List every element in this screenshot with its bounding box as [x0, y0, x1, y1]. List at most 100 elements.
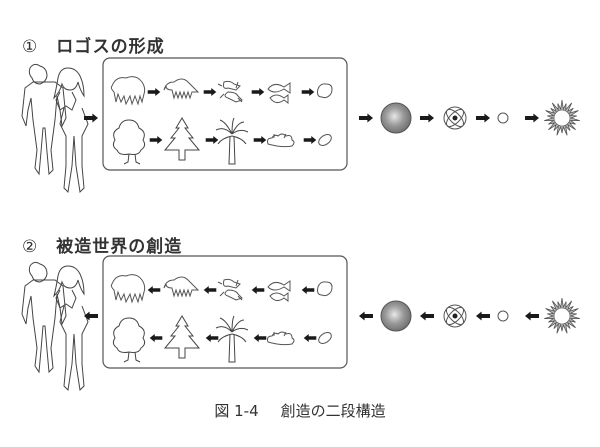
big-bang-icon [544, 297, 580, 334]
arrow-left-icon [149, 333, 163, 343]
mammal-icon [163, 276, 200, 298]
fish-upper [267, 82, 291, 94]
arrow-right-icon [303, 135, 317, 145]
arrow-left-icon [84, 311, 98, 321]
arrow-left-icon [253, 333, 267, 343]
fish-upper [267, 280, 291, 292]
arrow-right-icon [253, 135, 267, 145]
man-body [21, 279, 67, 374]
woman-body [55, 289, 89, 392]
mammal-icon [110, 274, 146, 304]
moss-shape [267, 331, 295, 346]
atom-outer [443, 106, 467, 130]
section-1-diagram [21, 57, 580, 194]
arrow-left-icon [251, 285, 265, 295]
arrow-right-icon [147, 87, 161, 97]
arrow-left-icon [476, 311, 490, 321]
arrow-right-icon [420, 113, 434, 123]
fish-icon [267, 280, 291, 302]
conifer-shape [163, 315, 201, 359]
big-bang-core [553, 109, 571, 127]
conifer-shape [163, 117, 201, 161]
arrow-left-icon [525, 311, 539, 321]
particle-icon [497, 310, 509, 322]
fish-icon [267, 82, 291, 104]
broadleaf-shape [112, 317, 146, 363]
arrow-right-icon [149, 135, 163, 145]
man-head [28, 261, 48, 283]
section-2-number: ② [22, 237, 39, 257]
conifer-tree-icon [163, 315, 201, 359]
mammal-icon [163, 78, 200, 100]
figure-caption-text: 創造の二段構造 [280, 402, 386, 420]
planet-icon [380, 102, 412, 134]
fish-lower [269, 292, 289, 302]
arrow-right-icon [359, 113, 373, 123]
single-cell-icon [317, 281, 333, 297]
section-1-title: ① ロゴスの形成 [22, 32, 165, 57]
section-2-title: ② 被造世界の創造 [22, 232, 182, 257]
arrow-left-icon [147, 285, 161, 295]
atom-orbit-1 [445, 306, 465, 326]
amphibian-legs [217, 279, 243, 301]
palm-shape [215, 315, 249, 363]
life-box [102, 57, 348, 171]
palm-tree-icon [215, 117, 249, 165]
arrow-right-icon [251, 87, 265, 97]
arrow-right-icon [525, 113, 539, 123]
big-bang-core [553, 307, 571, 325]
mammal-reptilian-shape [163, 276, 200, 298]
section-1-label: ロゴスの形成 [56, 37, 165, 57]
algae-cell-icon [318, 332, 332, 344]
arrow-right-icon [84, 113, 98, 123]
arrow-left-icon [303, 333, 317, 343]
arrow-left-icon [203, 285, 217, 295]
single-cell-icon [317, 83, 333, 99]
palm-shape [215, 117, 249, 165]
arrow-left-icon [420, 311, 434, 321]
amphibian-shape [223, 278, 243, 301]
moss-icon [267, 331, 295, 346]
man-head [28, 63, 48, 85]
atom-orbit-2 [445, 306, 465, 326]
amphibian-shape [223, 80, 243, 103]
mammal-reptilian-shape [163, 78, 200, 100]
atom-icon [443, 304, 467, 328]
arrow-right-icon [203, 87, 217, 97]
atom-orbit-2 [445, 108, 465, 128]
woman-head [53, 67, 85, 100]
section-2-diagram [21, 255, 580, 392]
amphibian-icon [217, 80, 243, 103]
atom-nucleus [452, 115, 458, 121]
arrow-left-icon [359, 311, 373, 321]
life-box [102, 255, 348, 369]
arrow-right-icon [205, 135, 219, 145]
arrow-left-icon [301, 285, 315, 295]
particle-icon [497, 112, 509, 124]
broadleaf-shape [112, 119, 146, 165]
woman-head [53, 265, 85, 298]
section-1-number: ① [22, 37, 39, 57]
conifer-tree-icon [163, 117, 201, 161]
amphibian-icon [217, 278, 243, 301]
amphibian-legs [217, 81, 243, 103]
mammal-large-shape [110, 274, 146, 304]
planet-icon [380, 300, 412, 332]
section-2-label: 被造世界の創造 [56, 237, 183, 257]
atom-outer [443, 304, 467, 328]
moss-icon [267, 133, 295, 148]
arrow-right-icon [301, 87, 315, 97]
algae-cell-icon [318, 134, 332, 146]
fish-lower [269, 94, 289, 104]
atom-nucleus [452, 313, 458, 319]
palm-tree-icon [215, 315, 249, 363]
human-couple-icon [21, 261, 89, 392]
moss-shape [267, 133, 295, 148]
mammal-large-shape [110, 76, 146, 106]
arrow-left-icon [205, 333, 219, 343]
broadleaf-tree-icon [112, 317, 146, 363]
woman-body [55, 91, 89, 194]
man-body [21, 81, 67, 176]
